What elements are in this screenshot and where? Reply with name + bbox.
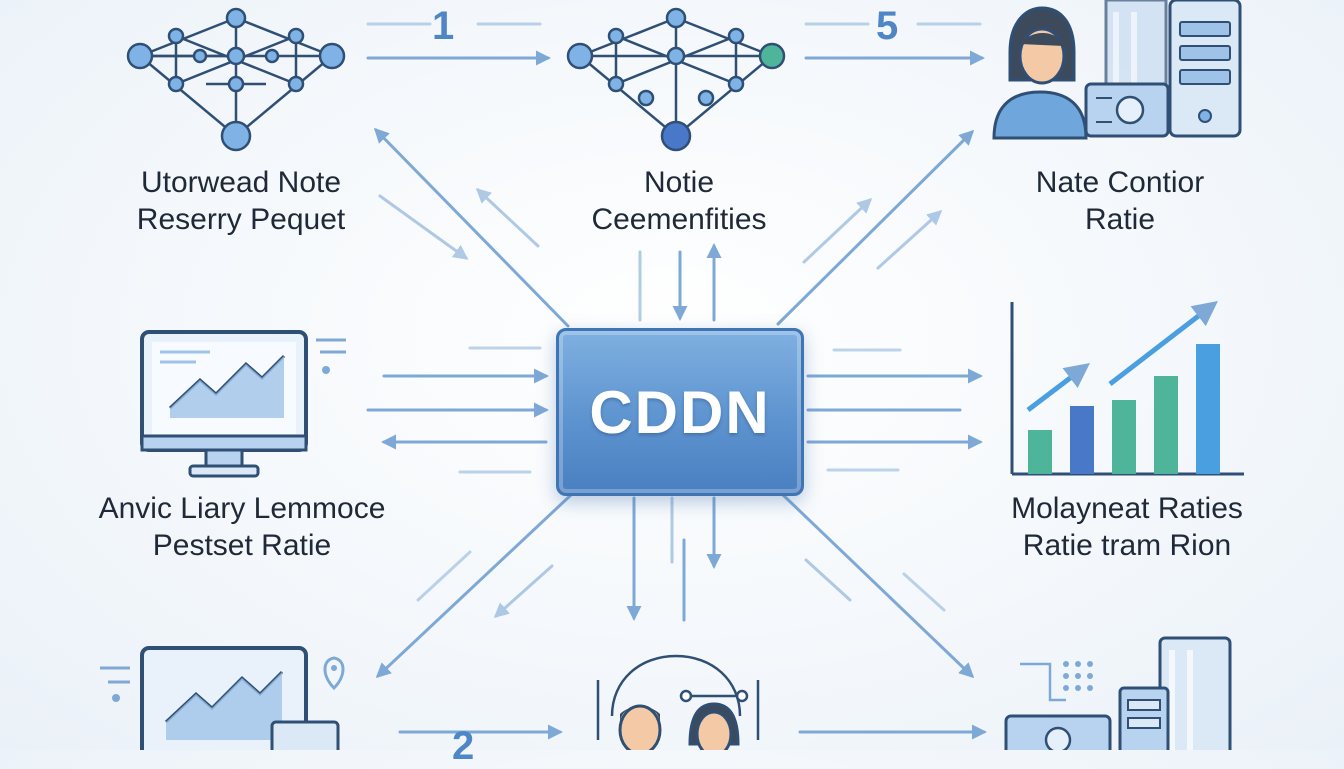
arrow-top-left-to-hub-faint [378,194,469,260]
monitor-chart-icon [100,646,345,750]
step-number-2: 2 [452,724,475,768]
node-label-line: Ratie [1084,203,1156,236]
arrow-hub-to-top-left [373,127,570,328]
user-server-icon [992,0,1242,140]
node-label-middle-right: Molayneat Raties Ratie tram Rion [960,490,1294,564]
arrow-hub-to-top-right [776,129,975,326]
network-graph-icon [126,7,346,152]
arrow-hub-to-bottom-right [780,492,975,679]
step-number-5: 5 [876,4,899,48]
team-icon [596,654,760,750]
node-label-line: Reserry Pequet [136,203,346,236]
network-graph-icon [566,7,786,152]
node-label-line: Notie [643,166,715,199]
hub-label: CDDN [589,378,771,446]
arrow-faint-bottom-right [902,572,946,612]
arrow-inner-top-left [475,187,540,248]
node-label-top-left: Utorwead Note Reserry Pequet [96,164,386,238]
arrow-inner-bottom-left [493,564,554,618]
node-label-line: Utorwead Note [140,166,342,199]
arrow-inner-top-right [802,197,873,264]
location-pin-icon [323,656,345,691]
node-label-middle-left: Anvic Liary Lemmoce Pestset Ratie [56,490,428,564]
server-tower-icon [1104,0,1242,138]
node-label-line: Nate Contior [1035,166,1205,199]
diagram-canvas [100,0,1244,750]
arrow-inner-bottom-right [804,558,852,602]
step-number-1: 1 [432,4,455,48]
server-rack-icon [1004,636,1232,750]
arrow-faint-bottom-left [416,550,472,602]
arrow-faint-top-right [876,209,943,270]
bar-chart-icon [1010,300,1244,476]
node-label-line: Ratie tram Rion [1022,529,1232,562]
monitor-chart-icon [140,330,346,478]
appliance-icon [1084,82,1170,138]
user-avatar-icon [992,6,1088,140]
node-label-line: Molayneat Raties [1011,492,1243,525]
node-label-line: Pestset Ratie [152,529,332,562]
arrow-hub-to-bottom-left [375,492,574,679]
node-label-top-right: Nate Contior Ratie [984,164,1256,238]
node-label-top-center: Notie Ceemenfities [536,164,822,238]
node-label-line: Anvic Liary Lemmoce [98,492,386,525]
node-label-line: Ceemenfities [591,203,767,236]
connector-arrows [366,22,987,740]
cddn-hub-node[interactable]: CDDN [556,328,804,496]
